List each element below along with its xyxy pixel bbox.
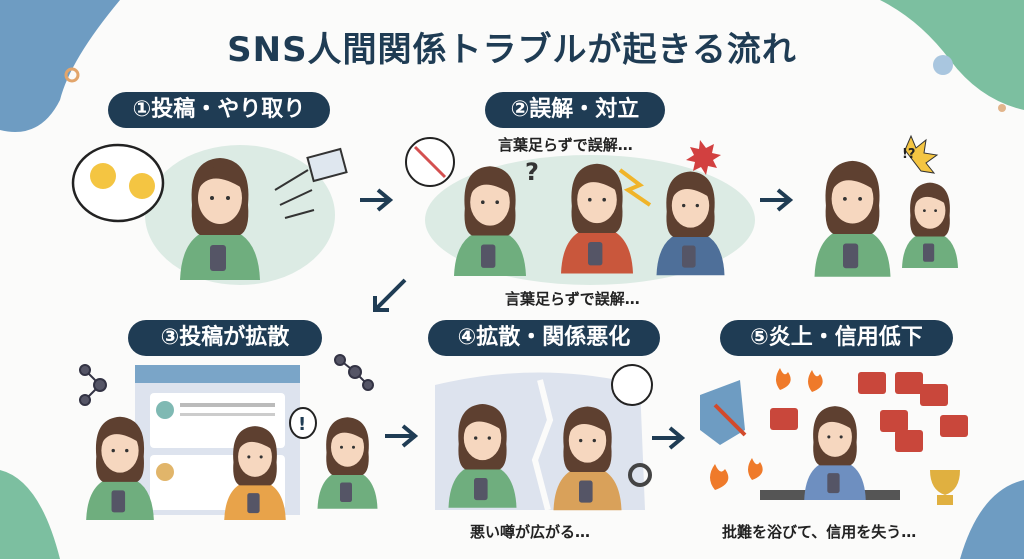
arrow-right-icon xyxy=(760,188,794,212)
exclaim-text: !? xyxy=(902,147,915,162)
speech-bubble xyxy=(71,143,165,223)
anger-icon xyxy=(686,140,721,175)
smile-emoji-icon xyxy=(90,163,116,189)
step-5-label: ⑤炎上・信用低下 xyxy=(720,320,953,356)
arrow-down-left-icon xyxy=(373,278,407,312)
corner-blob-bottom-right xyxy=(960,480,1024,559)
network-icon xyxy=(79,364,107,406)
step-1-label: ①投稿・やり取り xyxy=(108,92,330,128)
wink-emoji-icon xyxy=(129,173,155,199)
corner-blob-bottom-left xyxy=(0,470,60,559)
envelope-icon xyxy=(306,147,348,183)
caption-lose-trust: 批難を浴びて、信用を失う… xyxy=(722,523,917,541)
step-2-label: ②誤解・対立 xyxy=(485,92,665,128)
caption-misunderstanding-top: 言葉足らずで誤解… xyxy=(498,136,633,154)
arrow-right-icon xyxy=(652,426,686,450)
caption-rumor: 悪い噂が広がる… xyxy=(470,523,591,541)
lightning-icon xyxy=(618,168,652,207)
network-icon xyxy=(334,354,374,391)
step-4-label: ④拡散・関係悪化 xyxy=(428,320,660,356)
svg-text:!: ! xyxy=(298,414,306,435)
corner-blob-top-right xyxy=(880,0,1024,110)
corner-blob-top-left xyxy=(0,0,120,132)
gear-icon xyxy=(628,463,652,487)
arrow-right-icon xyxy=(385,424,419,448)
caption-misunderstanding-bottom: 言葉足らずで誤解… xyxy=(505,290,640,308)
svg-text:?: ? xyxy=(525,158,539,186)
broken-trophy-icon xyxy=(930,470,960,505)
angry-comment-icons xyxy=(770,372,968,452)
page-title: SNS人間関係トラブルが起きる流れ xyxy=(227,30,797,70)
step-3-label: ③投稿が拡散 xyxy=(128,320,322,356)
arrow-right-icon xyxy=(360,188,394,212)
fire-icons xyxy=(710,368,823,490)
